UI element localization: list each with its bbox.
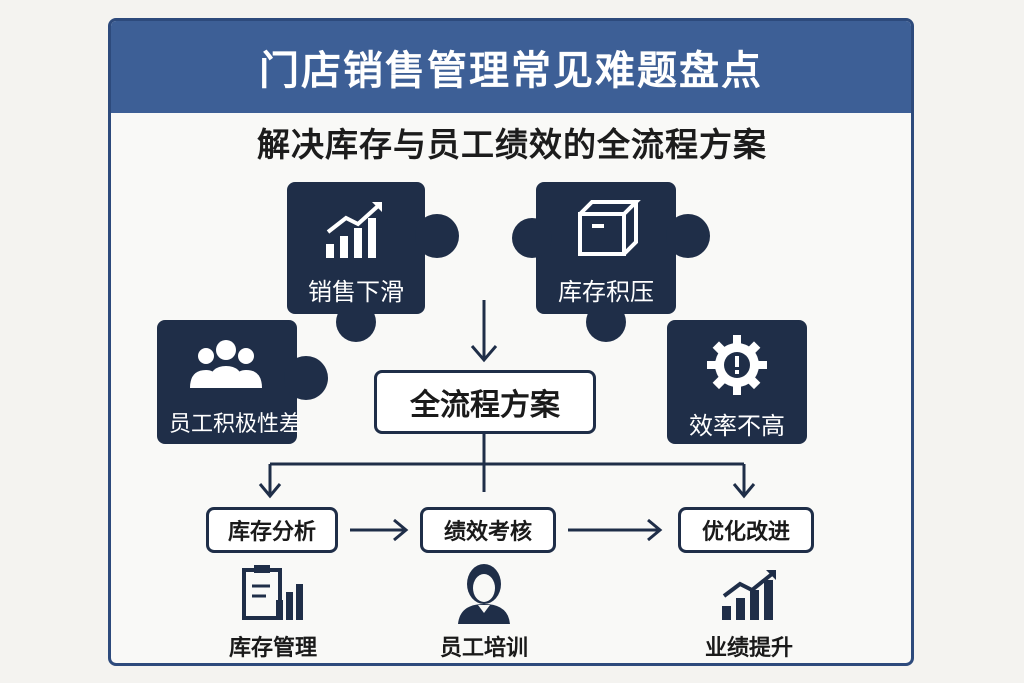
center-solution-box: 全流程方案: [374, 370, 596, 434]
problem-label-inventory-backlog: 库存积压: [558, 278, 654, 306]
step-inventory-analysis: 库存分析: [206, 507, 338, 553]
step-optimize-improve: 优化改进: [678, 507, 814, 553]
page-title: 门店销售管理常见难题盘点: [259, 48, 763, 94]
problem-label-low-efficiency: 效率不高: [689, 412, 785, 440]
page-subtitle: 解决库存与员工绩效的全流程方案: [257, 125, 767, 164]
outcome-label-staff-training: 员工培训: [439, 636, 528, 661]
outcome-label-performance-growth: 业绩提升: [704, 636, 793, 661]
title-banner: 门店销售管理常见难题盘点: [111, 21, 911, 113]
poster-frame: 门店销售管理常见难题盘点: [108, 18, 914, 666]
problem-label-low-morale: 员工积极性差: [168, 412, 301, 437]
problem-label-sales-decline: 销售下滑: [308, 278, 404, 306]
step-performance-review: 绩效考核: [420, 507, 556, 553]
outcome-label-inventory-management: 库存管理: [228, 636, 317, 661]
